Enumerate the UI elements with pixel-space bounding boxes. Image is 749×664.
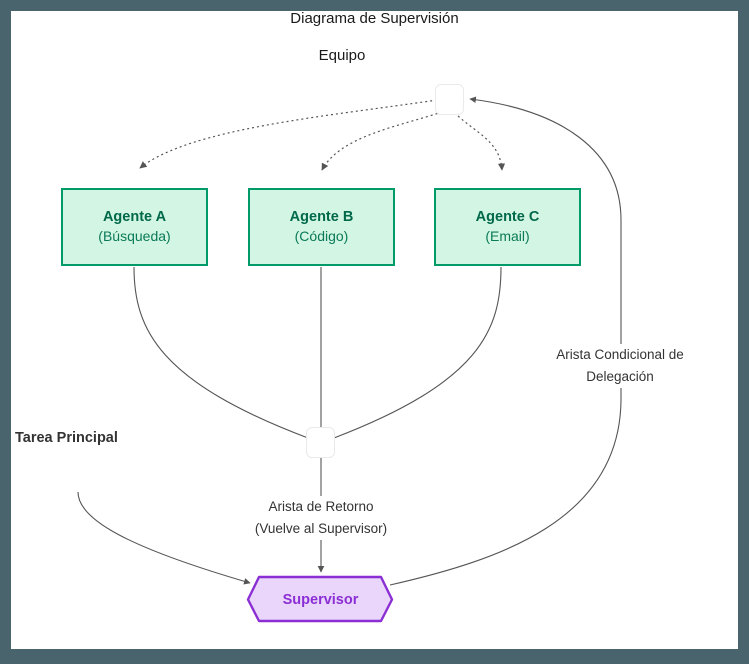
edge-label-arista-condicional: Arista Condicional de Delegación xyxy=(530,344,710,388)
edge-label-arista-retorno: Arista de Retorno (Vuelve al Supervisor) xyxy=(240,496,402,540)
node-agent-b[interactable]: Agente B (Código) xyxy=(248,188,395,266)
agent-a-title: Agente A xyxy=(102,208,167,225)
agent-b-title: Agente B xyxy=(289,208,354,225)
edge-label-arista-retorno-line2: (Vuelve al Supervisor) xyxy=(254,520,388,536)
edge-label-tarea-principal: Tarea Principal xyxy=(15,430,118,446)
agent-b-subtitle: (Código) xyxy=(294,228,349,245)
agent-c-title: Agente C xyxy=(475,208,540,225)
agent-c-subtitle: (Email) xyxy=(485,228,530,245)
diagram-canvas xyxy=(11,11,738,649)
junction-node-bottom[interactable] xyxy=(306,427,335,458)
agent-a-subtitle: (Búsqueda) xyxy=(98,228,171,245)
junction-node-top[interactable] xyxy=(435,84,464,115)
subgraph-title: Equipo xyxy=(318,47,366,64)
node-agent-c[interactable]: Agente C (Email) xyxy=(434,188,581,266)
supervisor-node-label-wrap[interactable]: Supervisor xyxy=(248,577,393,622)
page-title: Diagrama de Supervisión xyxy=(290,10,459,27)
edge-label-arista-retorno-line1: Arista de Retorno xyxy=(268,499,374,514)
edge-label-arista-condicional-line2: Delegación xyxy=(586,368,654,384)
node-agent-a[interactable]: Agente A (Búsqueda) xyxy=(61,188,208,266)
edge-label-arista-condicional-line1: Arista Condicional de xyxy=(556,347,684,362)
supervisor-label: Supervisor xyxy=(282,591,359,608)
